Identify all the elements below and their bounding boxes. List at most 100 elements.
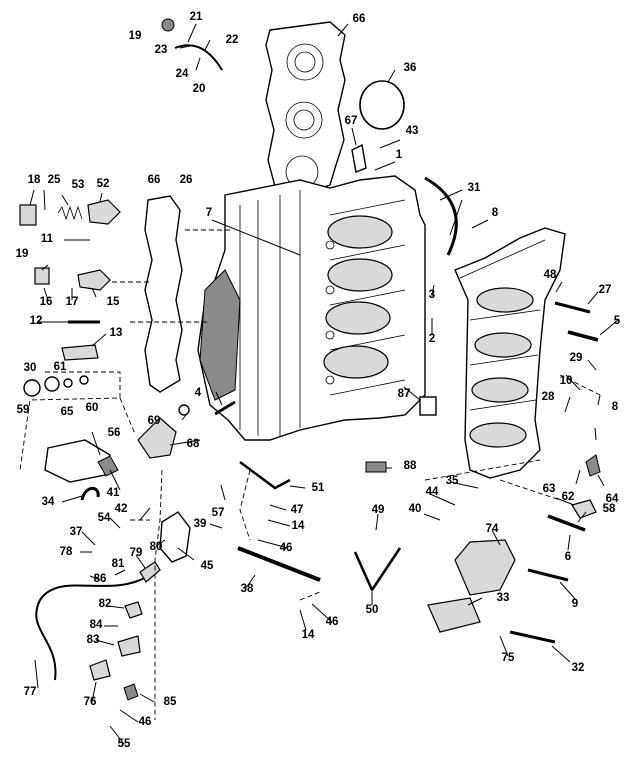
harness-20-24 [174,44,223,71]
callout-10: 10 [560,375,573,387]
callout-27: 27 [599,284,612,296]
lever-50 [353,547,402,591]
leader-lines [29,23,619,745]
callout-3: 3 [429,289,435,301]
alignment-lines [19,229,601,720]
callout-79: 79 [130,547,143,559]
callout-51: 51 [312,482,325,494]
callout-29: 29 [570,352,583,364]
callout-76: 76 [84,696,97,708]
water-cover-74 [454,539,516,596]
callout-2: 2 [429,333,435,345]
callout-49: 49 [372,504,385,516]
bolt-9 [527,568,569,582]
callout-69: 69 [148,415,161,427]
valve-15 [77,269,111,291]
callout-18: 18 [28,174,41,186]
callout-42: 42 [115,503,128,515]
callout-87: 87 [398,388,411,400]
callout-17: 17 [66,296,79,308]
callout-66: 66 [148,174,161,186]
part-76 [89,659,111,681]
callout-23: 23 [155,44,168,56]
callout-84: 84 [90,619,103,631]
callout-38: 38 [241,583,254,595]
part-58 [571,499,597,519]
bolt-6 [547,514,586,532]
callout-8: 8 [612,401,619,413]
cylinder-block [197,175,426,441]
callout-53: 53 [72,179,85,191]
plug-13 [61,344,99,361]
callout-50: 50 [366,604,379,616]
callout-64: 64 [606,493,619,505]
callout-36: 36 [404,62,417,74]
callout-31: 31 [468,182,481,194]
callout-46: 46 [280,542,293,554]
callout-44: 44 [426,486,439,498]
callout-7: 7 [206,207,212,219]
part-87-block [419,396,437,416]
head-gasket-66-top [265,21,346,196]
callout-26: 26 [180,174,193,186]
callout-80: 80 [150,541,163,553]
callout-19: 19 [16,248,29,260]
grommet-19 [161,18,175,32]
part-82 [124,601,143,619]
callout-14: 14 [292,520,305,532]
lever-51 [239,460,291,490]
callout-56: 56 [108,427,121,439]
part-65 [63,378,73,388]
linkage-38 [237,546,321,582]
o-ring-36 [359,80,405,130]
callout-77: 77 [24,686,37,698]
callout-43: 43 [406,125,419,137]
callout-63: 63 [543,483,556,495]
callout-57: 57 [212,507,225,519]
bolt-27 [554,301,591,314]
callout-11: 11 [41,233,54,245]
part-62 [585,454,601,477]
cover-68 [137,417,177,459]
callout-4: 4 [195,387,202,399]
part-41 [97,455,119,477]
clip-34 [80,486,100,501]
callout-55: 55 [118,738,131,750]
callout-5: 5 [614,315,621,327]
seal-strip-31 [424,176,458,256]
callout-30: 30 [24,362,37,374]
part-83 [117,635,141,657]
part-59 [23,379,41,397]
callout-labels: 19 21 22 23 24 20 66 36 67 43 1 31 8 18 … [16,11,621,750]
bolt-32 [509,630,556,644]
cable-77 [35,574,151,681]
pin-4 [214,400,236,416]
bracket-67 [351,143,367,173]
fitting-18 [19,204,37,226]
callout-25: 25 [48,174,61,186]
part-60 [79,375,89,385]
part-88-strip [365,461,387,473]
callout-19: 19 [129,30,142,42]
callout-60: 60 [86,402,99,414]
callout-67: 67 [345,115,358,127]
callout-74: 74 [486,523,499,535]
callout-47: 47 [291,504,304,516]
callout-46: 46 [326,616,339,628]
callout-6: 6 [565,551,571,563]
callout-62: 62 [562,491,575,503]
callout-52: 52 [97,178,110,190]
callout-78: 78 [60,546,73,558]
callout-1: 1 [396,149,403,161]
callout-85: 85 [164,696,177,708]
callout-81: 81 [112,558,125,570]
callout-61: 61 [54,361,67,373]
callout-75: 75 [502,652,515,664]
callout-14: 14 [302,629,315,641]
callout-16: 16 [40,296,53,308]
callout-40: 40 [409,503,422,515]
callout-12: 12 [30,315,43,327]
callout-35: 35 [446,475,459,487]
callout-41: 41 [107,487,120,499]
callout-37: 37 [70,526,83,538]
